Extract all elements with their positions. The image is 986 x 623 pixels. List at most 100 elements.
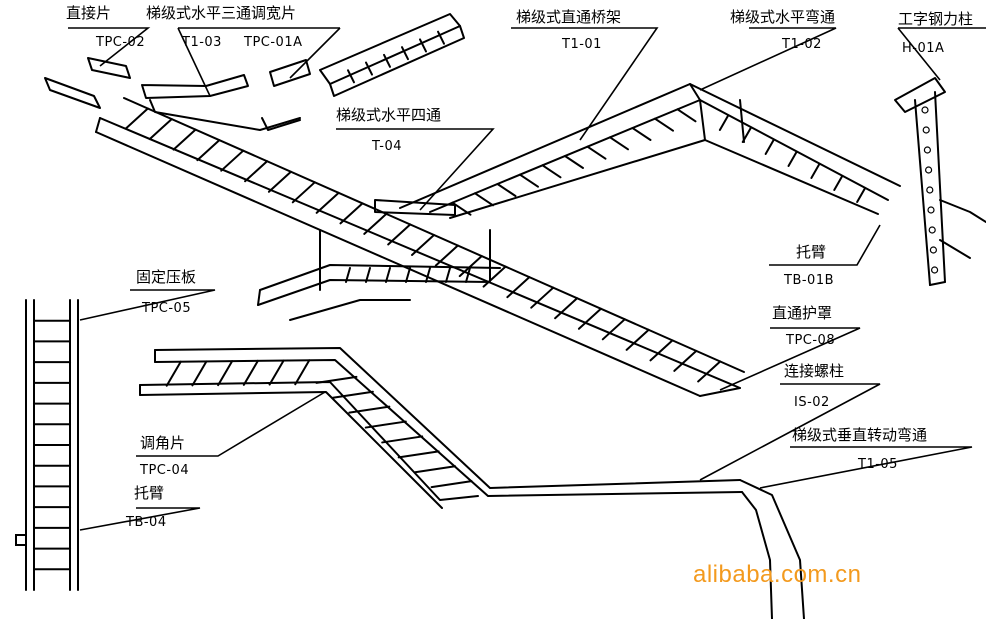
code-straight-tray: T1-01: [562, 37, 602, 52]
ladder-rung: [381, 435, 424, 444]
code-connecting-bolt: IS-02: [794, 395, 830, 410]
label-horizontal-cross: 梯级式水平四通: [336, 106, 442, 124]
bolt-hole: [921, 106, 929, 114]
code-horizontal-elbow: T1-02: [782, 37, 822, 52]
label-bracket-left: 托臂: [134, 484, 165, 502]
ladder-rung: [148, 118, 173, 141]
ladder-rung: [654, 117, 674, 132]
ladder-rung: [530, 286, 555, 309]
ladder-rung: [833, 175, 844, 191]
ladder-rung: [363, 212, 388, 235]
ladder-rung: [331, 390, 374, 399]
code-angle-splice: TPC-04: [140, 463, 190, 478]
ladder-rung: [425, 267, 431, 283]
ladder-rung: [810, 163, 821, 179]
bolt-hole: [923, 146, 932, 154]
ladder-rung: [383, 53, 391, 68]
ladder-rung: [347, 69, 355, 84]
ladder-rung: [401, 46, 409, 61]
label-clamp-plate: 固定压板: [136, 268, 197, 286]
ladder-rung: [267, 170, 292, 193]
ladder-rung: [348, 405, 391, 414]
code-adjust-splice: TPC-01A: [244, 35, 303, 50]
code-straight-splice: TPC-02: [96, 35, 146, 50]
ladder-rung: [242, 359, 259, 386]
ladder-rung: [365, 61, 373, 76]
ladder-rung: [268, 359, 285, 386]
top-left-fittings: [44, 13, 465, 131]
leader-lines: [68, 27, 986, 531]
ladder-rung: [625, 328, 650, 351]
ladder-rung: [364, 420, 407, 429]
ladder-rung: [458, 255, 483, 278]
ladder-rung: [217, 360, 234, 387]
code-clamp-plate: TPC-05: [142, 301, 192, 316]
ladder-rung: [465, 267, 471, 283]
left-vertical-ladder: [15, 299, 79, 591]
ladder-rung: [124, 107, 149, 130]
ladder-rung: [506, 276, 531, 299]
ladder-rung: [554, 297, 579, 320]
watermark-text: alibaba.com.cn: [693, 561, 862, 588]
ladder-rung: [385, 267, 391, 283]
code-horizontal-cross: T-04: [372, 139, 402, 154]
ladder-rung: [541, 164, 562, 179]
ladder-rung: [315, 375, 358, 384]
ladder-rung: [482, 265, 507, 288]
upper-tray-and-elbow: [399, 83, 901, 219]
label-angle-splice: 调角片: [140, 434, 186, 452]
label-horizontal-elbow: 梯级式水平弯通: [730, 8, 836, 26]
label-i-beam-column: 工字钢力柱: [898, 10, 974, 28]
label-connecting-bolt: 连接螺柱: [784, 362, 845, 380]
label-straight-cover: 直通护罩: [772, 304, 833, 322]
ladder-rung: [220, 149, 245, 172]
ladder-rung: [294, 359, 311, 386]
bolt-hole: [922, 126, 930, 134]
ladder-rung: [191, 360, 208, 387]
main-diagonal-tray: [95, 97, 745, 397]
ladder-rung: [564, 155, 584, 169]
bolt-hole: [930, 266, 939, 274]
ladder-rung: [741, 127, 752, 143]
ladder-rung: [764, 139, 775, 155]
ladder-rung: [397, 450, 440, 459]
ladder-rung: [339, 202, 364, 225]
ladder-rung: [649, 339, 674, 362]
label-vertical-elbow: 梯级式垂直转动弯通: [792, 426, 928, 444]
ladder-rung: [434, 244, 459, 267]
ladder-rung: [437, 30, 445, 45]
ladder-rung: [387, 223, 412, 246]
ladder-rung: [315, 191, 340, 214]
bolt-hole: [924, 166, 933, 174]
code-bracket-top: TB-01B: [784, 273, 835, 288]
code-tee: T1-03: [182, 35, 222, 50]
ladder-rung: [577, 307, 602, 330]
ladder-rung: [405, 267, 411, 283]
lower-tray-vertical-bend: [139, 347, 805, 620]
bolt-hole: [926, 186, 934, 194]
ladder-rung: [345, 267, 351, 283]
ladder-rung: [718, 115, 729, 131]
ladder-rung: [673, 349, 698, 372]
ladder-rung: [430, 480, 473, 489]
ladder-rung: [411, 234, 435, 256]
bolt-hole: [928, 226, 936, 234]
code-bracket-left: TB-04: [126, 515, 167, 530]
ladder-rung: [609, 136, 629, 151]
code-vertical-elbow: T1-05: [858, 457, 898, 472]
ladder-rung: [856, 187, 867, 203]
code-straight-cover: TPC-08: [786, 333, 836, 348]
label-bracket-top: 托臂: [796, 243, 827, 261]
ladder-rung: [244, 160, 269, 183]
ladder-rung: [601, 318, 626, 341]
ladder-rung: [496, 183, 517, 197]
label-straight-splice: 直接片: [66, 4, 112, 22]
ladder-rung: [697, 360, 722, 383]
label-straight-tray: 梯级式直通桥架: [516, 8, 622, 26]
i-beam-column: [894, 77, 986, 286]
ladder-rung: [414, 465, 457, 474]
ladder-rung: [172, 128, 197, 151]
bolt-hole: [927, 206, 935, 214]
ladder-rung: [196, 139, 221, 162]
